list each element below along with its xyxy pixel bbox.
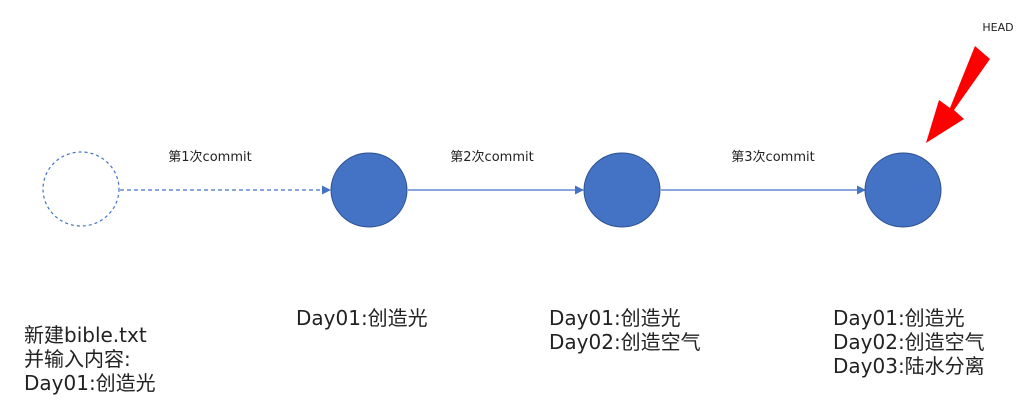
- content-line: Day01:创造光: [24, 371, 156, 395]
- commit-3-label: 第3次commit: [731, 149, 814, 165]
- head-pointer-arrow: [926, 46, 990, 143]
- node-0-content: 新建bible.txt 并输入内容: Day01:创造光: [24, 323, 156, 395]
- initial-empty-node: [42, 151, 120, 227]
- commit-3-node: [864, 152, 942, 228]
- content-line: 并输入内容:: [24, 347, 131, 371]
- node-2-content: Day01:创造光 Day02:创造空气: [549, 306, 701, 354]
- commit-1-label: 第1次commit: [168, 149, 251, 165]
- content-line: Day02:创造空气: [833, 330, 985, 354]
- node-3-content: Day01:创造光 Day02:创造空气 Day03:陆水分离: [833, 306, 985, 378]
- content-line: 新建bible.txt: [24, 323, 147, 347]
- content-line: Day02:创造空气: [549, 330, 701, 354]
- content-line: Day01:创造光: [833, 306, 965, 330]
- commit-2-label: 第2次commit: [450, 149, 533, 165]
- commit-1-node: [330, 152, 408, 228]
- head-label: HEAD: [982, 21, 1013, 34]
- content-line: Day01:创造光: [549, 306, 681, 330]
- node-1-content: Day01:创造光: [296, 306, 428, 330]
- content-line: Day03:陆水分离: [833, 354, 985, 378]
- commit-2-node: [583, 152, 661, 228]
- content-line: Day01:创造光: [296, 306, 428, 330]
